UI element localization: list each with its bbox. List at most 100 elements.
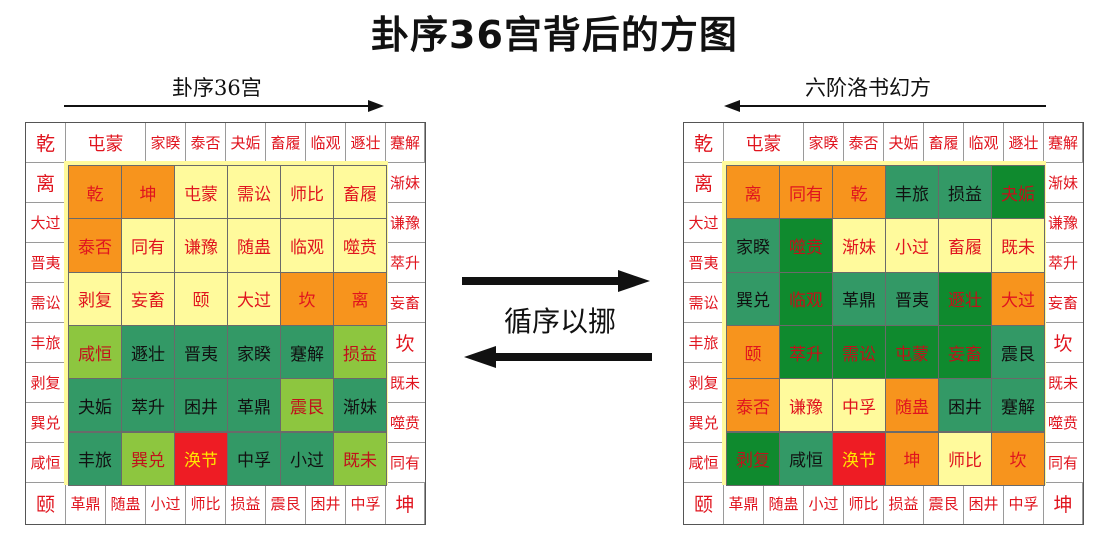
grid-cell: 小过: [885, 218, 939, 273]
border-cell-right: 坎: [1043, 323, 1083, 363]
grid-cell: 随蛊: [227, 218, 281, 273]
border-cell-left: 巽兑: [684, 403, 724, 443]
grid-cell: 震艮: [280, 378, 334, 433]
grid-cell: 屯蒙: [885, 324, 939, 380]
border-cell-left: 咸恒: [26, 443, 66, 483]
grid-cell: 震艮: [991, 324, 1045, 380]
border-cell-top: 畜履: [266, 123, 306, 163]
border-cell-right: 既未: [1043, 363, 1083, 403]
grid-cell: 屯蒙: [174, 165, 228, 220]
border-cell-left: 剥复: [684, 363, 724, 403]
border-cell-left: 大过: [684, 203, 724, 243]
border-cell-left: 需讼: [684, 283, 724, 323]
border-cell-left: 咸恒: [684, 443, 724, 483]
border-cell-bottom: 小过: [804, 483, 844, 524]
border-cell-left: 丰旅: [684, 323, 724, 363]
grid-cell: 蹇解: [991, 378, 1045, 433]
border-cell-right: 噬贲: [385, 403, 425, 443]
grid-cell: 剥复: [726, 431, 780, 486]
grid-cell: 畜履: [938, 218, 992, 273]
border-cell-right: 谦豫: [1043, 203, 1083, 243]
grid-cell: 困井: [174, 378, 228, 433]
grid-cell: 咸恒: [68, 324, 122, 380]
border-cell-bottom: 革鼎: [66, 483, 106, 524]
border-cell-bottom: 困井: [964, 483, 1004, 524]
backward-arrow-icon: [464, 346, 652, 368]
grid-cell: 乾: [68, 165, 122, 220]
border-cell-right: 妄畜: [1043, 283, 1083, 323]
grid-cell: 中孚: [227, 431, 281, 486]
border-cell-right: 渐妹: [385, 163, 425, 203]
border-cell-top: 屯蒙: [66, 123, 146, 163]
grid-cell: 需讼: [832, 324, 886, 380]
border-cell-right: 既未: [385, 363, 425, 403]
border-cell-top: 泰否: [186, 123, 226, 163]
grid-cell: 师比: [280, 165, 334, 220]
border-cell-top: 临观: [964, 123, 1004, 163]
grid-cell: 坎: [280, 271, 334, 326]
border-cell-bottom: 颐: [684, 483, 724, 524]
border-cell-left: 剥复: [26, 363, 66, 403]
border-cell-top: 夬姤: [226, 123, 266, 163]
grid-cell: 丰旅: [68, 431, 122, 486]
grid-cell: 畜履: [333, 165, 387, 220]
grid-cell: 临观: [779, 271, 833, 326]
border-cell-right: 萃升: [1043, 243, 1083, 283]
grid-cell: 遯壮: [938, 271, 992, 326]
border-cell-right: 同有: [385, 443, 425, 483]
grid-cell: 巽兑: [726, 271, 780, 326]
border-cell-top: 屯蒙: [724, 123, 804, 163]
grid-cell: 剥复: [68, 271, 122, 326]
border-cell-bottom: 颐: [26, 483, 66, 524]
border-cell-top: 夬姤: [884, 123, 924, 163]
grid-cell: 谦豫: [174, 218, 228, 273]
grid-cell: 大过: [227, 271, 281, 326]
grid-cell: 晋夷: [885, 271, 939, 326]
border-cell-top: 临观: [306, 123, 346, 163]
border-cell-bottom: 中孚: [346, 483, 386, 524]
border-cell-top: 遯壮: [346, 123, 386, 163]
grid-cell: 临观: [280, 218, 334, 273]
grid-cell: 萃升: [121, 378, 175, 433]
grid-cell: 损益: [938, 165, 992, 220]
grid-cell: 夬姤: [991, 165, 1045, 220]
grid-cell: 乾: [832, 165, 886, 220]
border-cell-left: 晋夷: [26, 243, 66, 283]
border-cell-top: 蹇解: [1044, 123, 1083, 163]
border-cell-left: 离: [684, 163, 724, 203]
border-cell-left: 大过: [26, 203, 66, 243]
border-cell-bottom: 小过: [146, 483, 186, 524]
border-cell-bottom: 损益: [884, 483, 924, 524]
border-cell-left: 离: [26, 163, 66, 203]
border-cell-bottom: 坤: [386, 483, 425, 524]
grid-cell: 困井: [938, 378, 992, 433]
border-cell-left: 需讼: [26, 283, 66, 323]
border-cell-bottom: 师比: [186, 483, 226, 524]
grid-cell: 颐: [726, 324, 780, 380]
border-cell-top: 乾: [26, 123, 66, 163]
border-cell-left: 晋夷: [684, 243, 724, 283]
border-cell-right: 谦豫: [385, 203, 425, 243]
border-cell-left: 丰旅: [26, 323, 66, 363]
grid-cell: 泰否: [68, 218, 122, 273]
border-cell-bottom: 震艮: [924, 483, 964, 524]
grid-cell: 小过: [280, 431, 334, 486]
right-arrow-icon: [64, 100, 384, 112]
border-cell-right: 噬贲: [1043, 403, 1083, 443]
grid-cell: 夬姤: [68, 378, 122, 433]
right-subtitle: 六阶洛书幻方: [805, 76, 931, 100]
left-subtitle: 卦序36宫: [172, 76, 262, 100]
border-cell-top: 家睽: [146, 123, 186, 163]
border-cell-top: 蹇解: [386, 123, 425, 163]
border-cell-bottom: 革鼎: [724, 483, 764, 524]
grid-cell: 噬贲: [333, 218, 387, 273]
border-cell-right: 坎: [385, 323, 425, 363]
grid-cell: 遯壮: [121, 324, 175, 380]
grid-cell: 晋夷: [174, 324, 228, 380]
border-cell-right: 渐妹: [1043, 163, 1083, 203]
border-cell-top: 畜履: [924, 123, 964, 163]
grid-cell: 妄畜: [121, 271, 175, 326]
border-cell-top: 遯壮: [1004, 123, 1044, 163]
grid-cell: 谦豫: [779, 378, 833, 433]
grid-cell: 革鼎: [832, 271, 886, 326]
